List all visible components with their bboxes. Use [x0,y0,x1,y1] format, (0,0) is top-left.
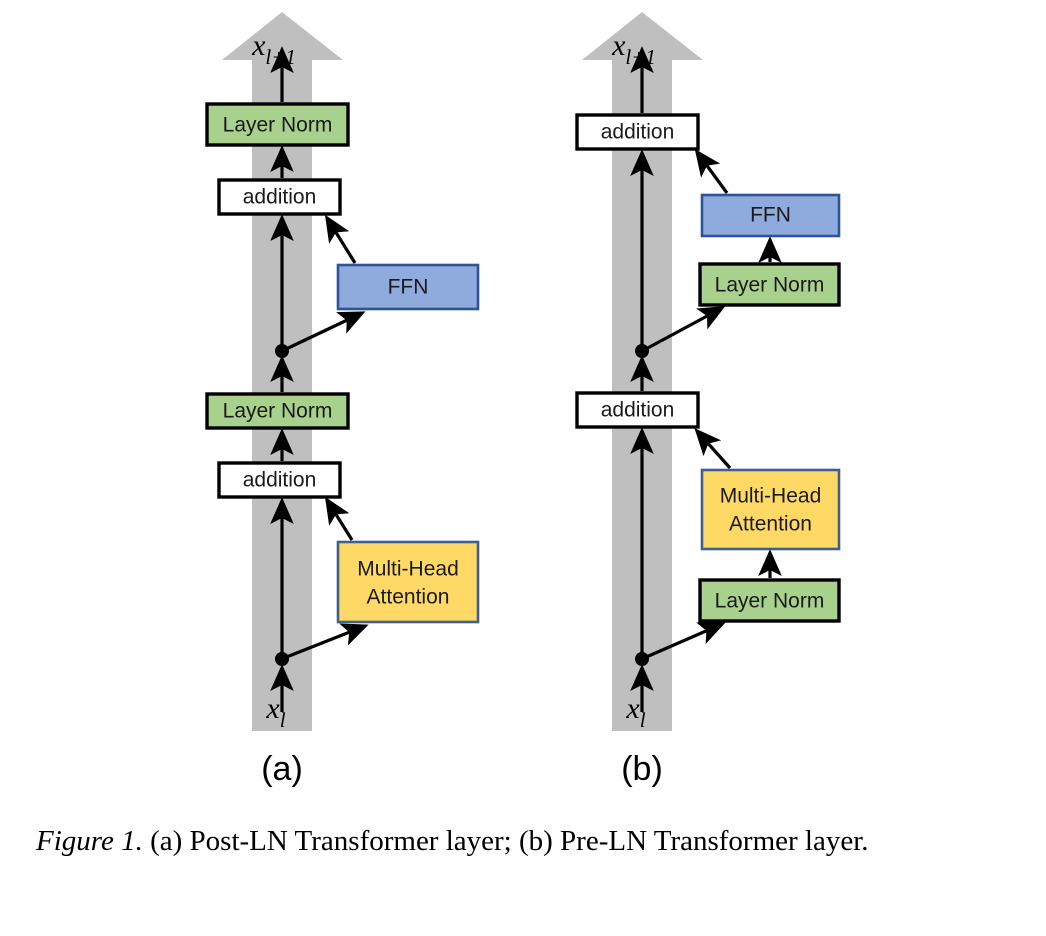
panel-a-branch-dots [275,344,289,666]
figure-caption-prefix: Figure 1. [36,825,143,857]
panel-b-label: (b) [621,750,663,788]
a-layer-norm-top[interactable]: Layer Norm [205,102,350,147]
b-input-variable: xl [625,692,645,732]
b-output-var-sub: l+1 [625,45,656,69]
b-addition-top[interactable]: addition [575,113,700,151]
a-attention-label-line1: Multi-Head [357,558,459,581]
b-attention-label-line2: Attention [729,513,812,536]
a-input-var-sub: l [280,708,286,732]
b-layer-norm-upper[interactable]: Layer Norm [698,262,841,307]
b-layer-norm-upper-label: Layer Norm [715,274,825,297]
a-addition-top-label: addition [243,186,317,209]
panel-b-flow-arrows [630,46,782,712]
svg-text:xl+1: xl+1 [251,29,296,69]
a-output-variable: xl+1 [251,29,296,69]
a-attention-label-line2: Attention [367,586,450,609]
b-input-var-base: x [625,692,640,725]
b-attention[interactable]: Multi-Head Attention [700,468,841,551]
a-layer-norm-mid[interactable]: Layer Norm [205,392,350,430]
b-output-var-base: x [611,29,626,62]
b-input-var-sub: l [640,708,646,732]
a-attention[interactable]: Multi-Head Attention [336,540,480,624]
a-input-variable: xl [265,692,285,732]
b-ffn[interactable]: FFN [700,193,841,238]
panel-b-branch-dots [635,344,649,666]
svg-text:xl: xl [625,692,645,732]
svg-text:xl+1: xl+1 [611,29,656,69]
figure-caption: Figure 1. (a) Post-LN Transformer layer;… [36,822,1016,861]
b-ffn-label: FFN [750,204,791,227]
b-addition-bottom-label: addition [601,399,675,422]
b-addition-bottom[interactable]: addition [575,391,700,429]
a-layer-norm-mid-label: Layer Norm [223,400,333,423]
b-addition-top-label: addition [601,121,675,144]
panel-a-label: (a) [261,750,303,788]
a-addition-top[interactable]: addition [217,178,342,216]
b-attention-label-line1: Multi-Head [720,485,822,508]
a-output-var-base: x [251,29,266,62]
a-output-var-sub: l+1 [265,45,296,69]
a-ffn-label: FFN [388,276,429,299]
a-addition-bottom[interactable]: addition [217,461,342,499]
panel-a-flow-arrows [270,46,369,712]
b-layer-norm-lower-label: Layer Norm [715,590,825,613]
a-addition-bottom-label: addition [243,469,317,492]
b-output-variable: xl+1 [611,29,656,69]
svg-text:xl: xl [265,692,285,732]
a-ffn[interactable]: FFN [336,263,480,311]
a-input-var-base: x [265,692,280,725]
a-layer-norm-top-label: Layer Norm [223,114,333,137]
figure-caption-text: (a) Post-LN Transformer layer; (b) Pre-L… [142,825,869,857]
b-layer-norm-lower[interactable]: Layer Norm [698,578,841,623]
